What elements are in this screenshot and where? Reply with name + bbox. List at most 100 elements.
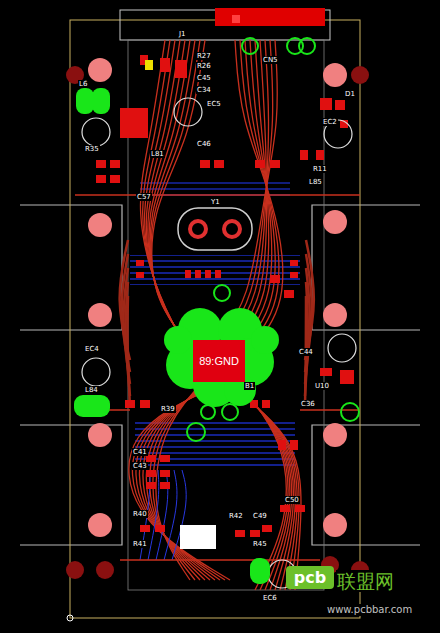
mounting-hole bbox=[96, 561, 114, 579]
pad bbox=[320, 368, 332, 376]
designator: CN5 bbox=[262, 56, 279, 64]
designator: C36 bbox=[300, 400, 316, 408]
mounting-hole bbox=[323, 63, 347, 87]
trace bbox=[215, 40, 277, 345]
mounting-hole bbox=[323, 210, 347, 234]
mounting-holes bbox=[66, 58, 369, 579]
designator: L84 bbox=[84, 386, 99, 394]
pad bbox=[320, 98, 332, 110]
pad bbox=[255, 160, 265, 168]
pad bbox=[110, 175, 120, 183]
trace bbox=[75, 195, 360, 560]
pad bbox=[140, 525, 150, 532]
designator: C44 bbox=[298, 348, 314, 356]
mounting-hole bbox=[88, 513, 112, 537]
designator: L81 bbox=[150, 150, 165, 158]
pad bbox=[96, 160, 106, 168]
trace bbox=[145, 40, 195, 359]
trace bbox=[245, 40, 275, 345]
trace bbox=[146, 40, 195, 358]
pad bbox=[316, 150, 324, 160]
designator: R27 bbox=[196, 52, 212, 60]
trace bbox=[129, 385, 230, 580]
pad bbox=[146, 482, 156, 489]
crystal-outline bbox=[178, 208, 252, 250]
designator: C34 bbox=[196, 86, 212, 94]
node-text: 89:GND bbox=[199, 355, 239, 367]
designator: R42 bbox=[228, 512, 244, 520]
gnd-pad bbox=[193, 340, 245, 382]
pad bbox=[136, 272, 144, 278]
watermark-logo: pcb bbox=[286, 566, 334, 589]
pad bbox=[195, 270, 201, 278]
designator: R45 bbox=[252, 540, 268, 548]
mounting-hole bbox=[88, 423, 112, 447]
designator: R41 bbox=[132, 540, 148, 548]
ic-body bbox=[180, 525, 216, 549]
designator: C43 bbox=[132, 462, 148, 470]
designator: C46 bbox=[196, 140, 212, 148]
pad bbox=[335, 100, 345, 110]
trace bbox=[235, 40, 283, 345]
pad bbox=[278, 440, 286, 450]
designator: C41 bbox=[132, 448, 148, 456]
node-text: pcb bbox=[294, 568, 326, 587]
pad bbox=[96, 175, 106, 183]
pad bbox=[340, 370, 354, 384]
designator: C57 bbox=[136, 193, 152, 201]
designator: L6 bbox=[78, 80, 88, 88]
designator: U10 bbox=[314, 382, 330, 390]
pad bbox=[136, 260, 144, 266]
smd-pads bbox=[96, 55, 354, 549]
pad bbox=[290, 260, 298, 266]
designator: R35 bbox=[84, 145, 100, 153]
pad bbox=[120, 108, 148, 138]
pad bbox=[284, 290, 294, 298]
mounting-hole bbox=[351, 66, 369, 84]
mounting-hole bbox=[66, 561, 84, 579]
pad bbox=[160, 455, 170, 462]
watermark: 联盟网 bbox=[336, 570, 395, 592]
watermark: www.pcbbar.com bbox=[326, 604, 413, 616]
drc-highlight bbox=[74, 88, 279, 584]
pad bbox=[175, 60, 187, 78]
designator: C50 bbox=[284, 496, 300, 504]
mounting-hole bbox=[323, 423, 347, 447]
mounting-hole bbox=[88, 303, 112, 327]
pad bbox=[295, 505, 305, 512]
trace bbox=[128, 296, 130, 408]
gnd-pad-label: 89:GND bbox=[193, 340, 245, 382]
trace bbox=[136, 385, 220, 580]
pad bbox=[270, 160, 280, 168]
designator: R11 bbox=[312, 165, 328, 173]
pad bbox=[125, 400, 135, 408]
pad bbox=[160, 482, 170, 489]
pad bbox=[140, 400, 150, 408]
origin-mark bbox=[67, 615, 73, 621]
electrolytic-capacitor bbox=[82, 98, 356, 588]
pad bbox=[185, 270, 191, 278]
mounting-hole bbox=[323, 303, 347, 327]
designator: EC2 bbox=[322, 118, 338, 126]
pad bbox=[262, 525, 272, 532]
pad bbox=[290, 440, 298, 450]
pad bbox=[280, 505, 290, 512]
pad bbox=[235, 530, 245, 537]
drc-marker bbox=[187, 38, 359, 441]
pad bbox=[214, 160, 224, 168]
trace bbox=[225, 40, 269, 345]
pad bbox=[290, 272, 298, 278]
pad bbox=[205, 270, 211, 278]
designator: C49 bbox=[252, 512, 268, 520]
trace bbox=[148, 40, 195, 356]
designator: R39 bbox=[160, 405, 176, 413]
designator: EC4 bbox=[84, 345, 100, 353]
designator: D1 bbox=[344, 90, 356, 98]
copper-traces bbox=[75, 40, 360, 590]
designator: J1 bbox=[178, 30, 187, 38]
designator: EC6 bbox=[262, 594, 278, 602]
pad bbox=[270, 275, 280, 283]
pad bbox=[200, 160, 210, 168]
pad bbox=[155, 525, 165, 532]
